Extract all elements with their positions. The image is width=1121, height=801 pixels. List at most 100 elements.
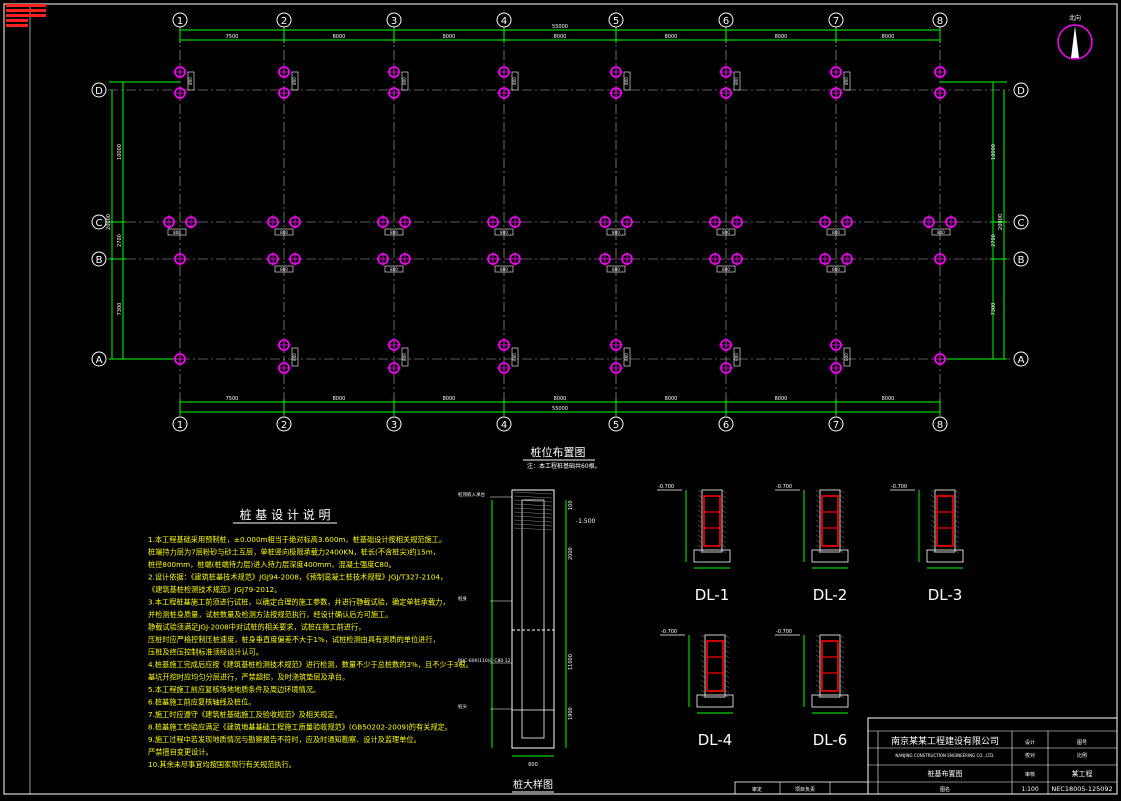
- beam-hatch: [697, 519, 703, 524]
- axis-number-7: 7: [833, 16, 839, 27]
- beam-hatch: [930, 504, 936, 509]
- pile-mark: [486, 252, 500, 266]
- beam-hatch: [815, 544, 821, 549]
- pile-spacing-tag: [931, 228, 951, 236]
- beam-hatch: [954, 489, 960, 494]
- pile-inner: [521, 499, 545, 739]
- beam-hatch: [721, 549, 727, 554]
- beam-hatch: [721, 534, 727, 539]
- pile-spacing-tag: [826, 228, 846, 236]
- bottom-span-label: 7500: [226, 396, 239, 402]
- pile-mark: [840, 215, 854, 229]
- beam-hatch: [839, 639, 845, 644]
- section-level: -1.500: [576, 518, 596, 525]
- axis-number-7: 7: [833, 420, 839, 431]
- beam-hatch: [721, 494, 727, 499]
- axis-bubble-D: [1013, 82, 1029, 98]
- pile-mark: [829, 65, 843, 79]
- beam-hatch: [839, 514, 845, 519]
- beam-hatch: [697, 494, 703, 499]
- beam-hatch: [700, 654, 706, 659]
- beam-hatch: [815, 644, 821, 649]
- top-span-label: 8000: [882, 34, 895, 40]
- beam-hatch: [815, 669, 821, 674]
- section-label: PHC-600(110)C-C80-12: [458, 658, 511, 664]
- beam-hatch: [700, 639, 706, 644]
- axis-bubble-6: [718, 416, 734, 432]
- beam-hatch: [700, 694, 706, 699]
- beam-hatch: [839, 659, 845, 664]
- axis-letter-D: D: [1017, 86, 1025, 97]
- pile-spacing-label: 800: [280, 267, 288, 272]
- axis-bubble-C: [1013, 214, 1029, 230]
- note-line: 桩端持力层为7层粉砂与砂土互层，单桩竖向极限承载力2400KN，桩长(不含桩尖)…: [148, 548, 440, 557]
- pile-spacing-label: 800: [612, 267, 620, 272]
- beam-title: DL-3: [928, 586, 963, 604]
- pile-spacing-label: 800: [832, 267, 840, 272]
- right-dim-label: 10000: [991, 144, 997, 160]
- beam-hatch: [697, 534, 703, 539]
- axis-bubble-B: [1013, 251, 1029, 267]
- beam-hatch: [815, 654, 821, 659]
- axis-letter-B: B: [96, 255, 103, 266]
- axis-bubble-6: [718, 12, 734, 28]
- pile-mark: [818, 252, 832, 266]
- pile-spacing-label: 800: [734, 77, 739, 85]
- pile-mark: [933, 252, 947, 266]
- beam-hatch: [697, 544, 703, 549]
- project-name: 某工程: [1072, 769, 1093, 778]
- axis-letter-C: C: [1018, 218, 1025, 229]
- beam-hatch: [839, 654, 845, 659]
- beam-level: -0.700: [776, 629, 792, 635]
- pile-mark: [922, 215, 936, 229]
- pile-spacing-label: 800: [844, 77, 849, 85]
- beam-hatch: [815, 499, 821, 504]
- pile-mark: [387, 86, 401, 100]
- pile-mark: [288, 215, 302, 229]
- axis-bubble-4: [496, 12, 512, 28]
- pile-outline: [511, 489, 555, 749]
- beam-level: -0.700: [891, 484, 907, 490]
- pile-spacing-label: 800: [624, 77, 629, 85]
- title-label: 图号: [1077, 740, 1087, 746]
- section-dim-label: 11000: [568, 654, 574, 670]
- beam-hatch: [724, 689, 730, 694]
- axis-bubble-A: [91, 351, 107, 367]
- beam-hatch: [697, 529, 703, 534]
- pile-spacing-label: 800: [722, 230, 730, 235]
- beam-hatch: [954, 524, 960, 529]
- axis-bubble-3: [386, 12, 402, 28]
- beam-hatch: [815, 664, 821, 669]
- beam-hatch: [954, 549, 960, 554]
- beam-hatch: [815, 509, 821, 514]
- layer-indicators: [6, 4, 46, 27]
- pile-spacing-label: 800: [173, 230, 181, 235]
- pile-spacing-label: 800: [292, 77, 297, 85]
- pile-spacing-tag: [384, 265, 404, 273]
- axis-number-4: 4: [501, 16, 507, 27]
- title-label: 比例: [1077, 752, 1087, 759]
- beam-hatch: [839, 519, 845, 524]
- pile-mark: [387, 65, 401, 79]
- pile-spacing-tag: [511, 347, 519, 367]
- bottom-span-label: 8000: [443, 396, 456, 402]
- beam-rebar-cage: [936, 495, 954, 547]
- pile-spacing-label: 800: [832, 230, 840, 235]
- beam-hatch: [930, 534, 936, 539]
- north-arrow-icon: 北向: [1057, 14, 1093, 60]
- beam-hatch: [700, 689, 706, 694]
- beam-hatch: [839, 539, 845, 544]
- pile-mark: [818, 215, 832, 229]
- pile-spacing-label: 800: [512, 353, 517, 361]
- beam-hatch: [721, 489, 727, 494]
- pile-mark: [277, 361, 291, 375]
- beam-hatch: [930, 489, 936, 494]
- pile-spacing-tag: [167, 228, 187, 236]
- plan-title: 桩位布置图: [531, 445, 586, 459]
- beam-hatch: [724, 664, 730, 669]
- pile-mark: [840, 252, 854, 266]
